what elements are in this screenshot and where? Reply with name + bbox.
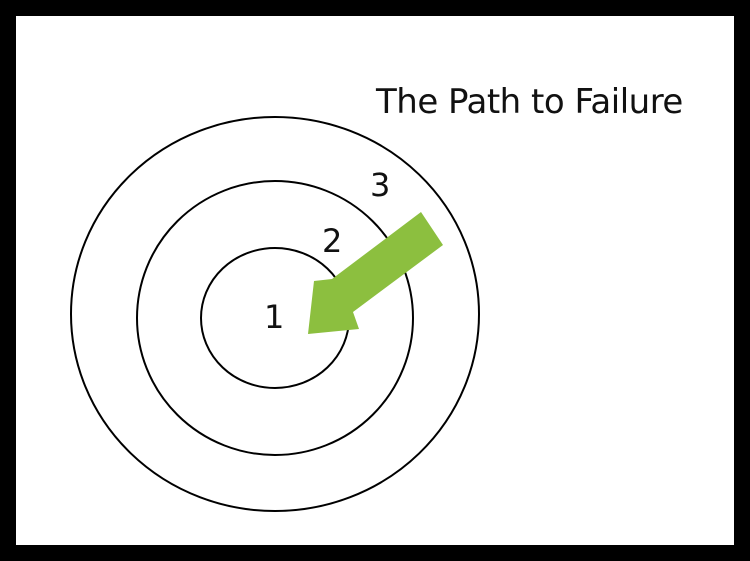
slide-title: The Path to Failure — [376, 82, 683, 122]
slide-canvas: The Path to Failure 1 2 3 — [16, 16, 734, 545]
target-diagram: 1 2 3 — [70, 116, 480, 512]
arrow-pointer — [308, 212, 443, 334]
ring-label-2: 2 — [322, 222, 342, 260]
ring-label-3: 3 — [370, 166, 390, 204]
outer-ring — [70, 116, 480, 512]
middle-ring — [136, 180, 414, 456]
ring-label-1: 1 — [264, 298, 284, 336]
